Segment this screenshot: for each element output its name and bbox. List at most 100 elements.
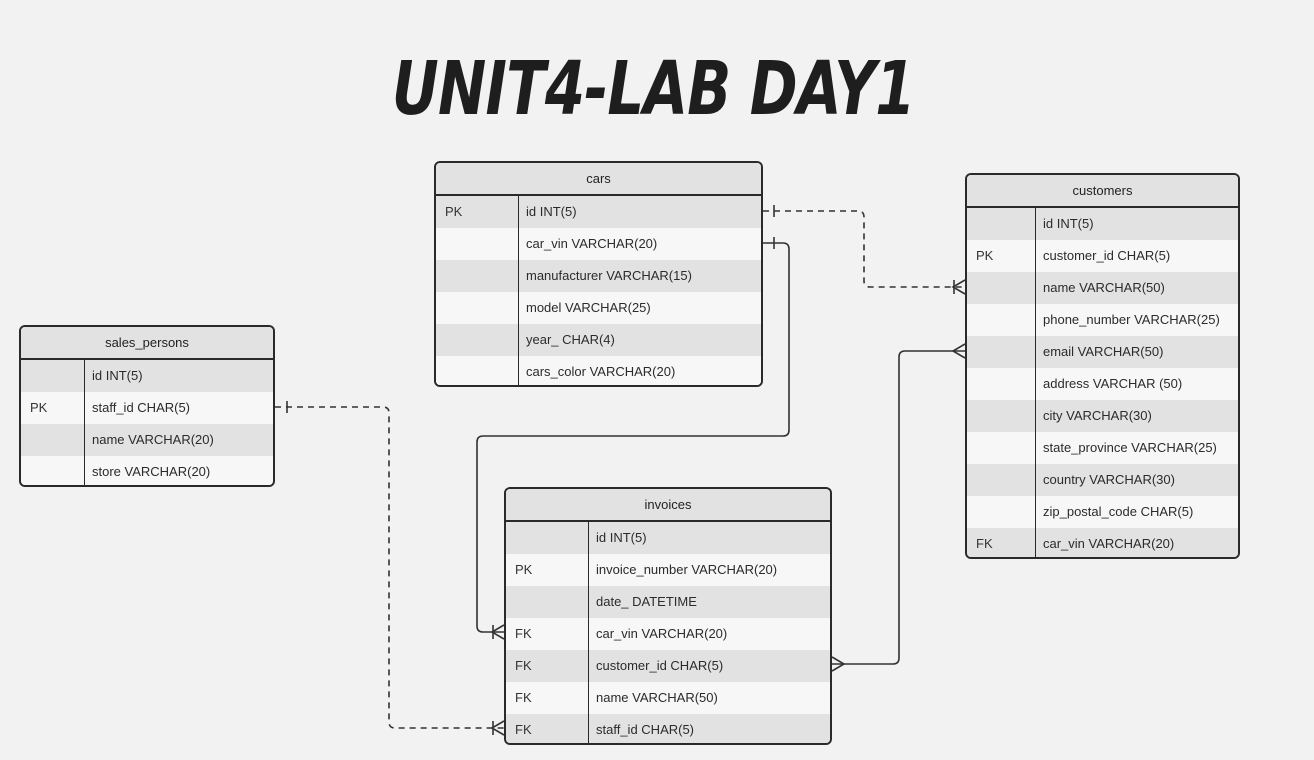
key-cell: FK xyxy=(506,618,589,650)
key-cell xyxy=(436,324,519,356)
key-cell xyxy=(21,424,85,456)
rel-sales-invoices-line xyxy=(275,406,504,729)
field-cell: id INT(5) xyxy=(1043,216,1094,231)
key-cell: FK xyxy=(506,714,589,743)
rel-customers-invoices-crow-a xyxy=(951,343,966,359)
field-cell: phone_number VARCHAR(25) xyxy=(1043,312,1220,327)
table-row[interactable]: state_province VARCHAR(25) xyxy=(967,432,1238,464)
table-invoices[interactable]: invoices id INT(5) PK invoice_number VARCH… xyxy=(504,487,832,745)
table-row[interactable]: city VARCHAR(30) xyxy=(967,400,1238,432)
table-cars[interactable]: cars PK id INT(5) car_vin VARCHAR(20) manuf… xyxy=(434,161,763,387)
field-cell: car_vin VARCHAR(20) xyxy=(526,236,658,251)
field-cell: year_ CHAR(4) xyxy=(526,332,615,347)
field-cell: email VARCHAR(50) xyxy=(1043,344,1164,359)
table-row[interactable]: FK car_vin VARCHAR(20) xyxy=(506,618,830,650)
field-cell: address VARCHAR (50) xyxy=(1043,376,1183,391)
table-row[interactable]: year_ CHAR(4) xyxy=(436,324,761,356)
field-cell: model VARCHAR(25) xyxy=(526,300,651,315)
table-row[interactable]: country VARCHAR(30) xyxy=(967,464,1238,496)
table-row[interactable]: PK customer_id CHAR(5) xyxy=(967,240,1238,272)
key-cell xyxy=(436,356,519,385)
field-cell: cars_color VARCHAR(20) xyxy=(526,364,676,379)
table-row[interactable]: PK invoice_number VARCHAR(20) xyxy=(506,554,830,586)
table-rows: id INT(5) PK customer_id CHAR(5) name VARCH… xyxy=(967,208,1238,557)
table-header: invoices xyxy=(506,489,830,522)
key-cell xyxy=(436,292,519,324)
key-cell xyxy=(21,456,85,485)
rel-cars-customers-crow-end xyxy=(951,279,966,295)
table-row[interactable]: FK name VARCHAR(50) xyxy=(506,682,830,714)
key-cell: PK xyxy=(436,196,519,228)
field-cell: car_vin VARCHAR(20) xyxy=(596,626,728,641)
table-row[interactable]: zip_postal_code CHAR(5) xyxy=(967,496,1238,528)
table-row[interactable]: id INT(5) xyxy=(506,522,830,554)
table-header: cars xyxy=(436,163,761,196)
key-cell xyxy=(967,496,1036,528)
table-rows: PK id INT(5) car_vin VARCHAR(20) manufactur… xyxy=(436,196,761,385)
field-cell: state_province VARCHAR(25) xyxy=(1043,440,1217,455)
key-cell xyxy=(21,360,85,392)
diagram-title: Unit4-Lab Day1 xyxy=(391,46,915,132)
table-rows: id INT(5) PK invoice_number VARCHAR(20) dat… xyxy=(506,522,830,743)
table-row[interactable]: PK id INT(5) xyxy=(436,196,761,228)
field-cell: invoice_number VARCHAR(20) xyxy=(596,562,778,577)
rel-cars-invoices-line xyxy=(476,242,790,633)
field-cell: staff_id CHAR(5) xyxy=(596,722,695,737)
table-row[interactable]: name VARCHAR(50) xyxy=(967,272,1238,304)
table-row[interactable]: manufacturer VARCHAR(15) xyxy=(436,260,761,292)
key-cell: PK xyxy=(21,392,85,424)
key-cell xyxy=(967,336,1036,368)
table-row[interactable]: id INT(5) xyxy=(967,208,1238,240)
field-cell: zip_postal_code CHAR(5) xyxy=(1043,504,1194,519)
field-cell: name VARCHAR(50) xyxy=(596,690,718,705)
table-row[interactable]: cars_color VARCHAR(20) xyxy=(436,356,761,385)
key-cell xyxy=(436,228,519,260)
field-cell: customer_id CHAR(5) xyxy=(596,658,724,673)
table-row[interactable]: name VARCHAR(20) xyxy=(21,424,273,456)
table-row[interactable]: address VARCHAR (50) xyxy=(967,368,1238,400)
table-row[interactable]: phone_number VARCHAR(25) xyxy=(967,304,1238,336)
table-header: sales_persons xyxy=(21,327,273,360)
field-cell: store VARCHAR(20) xyxy=(92,464,211,479)
table-sales-persons[interactable]: sales_persons id INT(5) PK staff_id CHAR(5… xyxy=(19,325,275,487)
key-cell xyxy=(967,304,1036,336)
table-row[interactable]: car_vin VARCHAR(20) xyxy=(436,228,761,260)
field-cell: manufacturer VARCHAR(15) xyxy=(526,268,692,283)
rel-cars-customers-line xyxy=(763,210,965,288)
field-cell: name VARCHAR(20) xyxy=(92,432,214,447)
table-row[interactable]: date_ DATETIME xyxy=(506,586,830,618)
field-cell: id INT(5) xyxy=(92,368,143,383)
key-cell: FK xyxy=(506,682,589,714)
table-row[interactable]: id INT(5) xyxy=(21,360,273,392)
field-cell: date_ DATETIME xyxy=(596,594,697,609)
table-rows: id INT(5) PK staff_id CHAR(5) name VARCHAR(… xyxy=(21,360,273,485)
key-cell xyxy=(506,522,589,554)
table-row[interactable]: email VARCHAR(50) xyxy=(967,336,1238,368)
table-row[interactable]: FK car_vin VARCHAR(20) xyxy=(967,528,1238,557)
field-cell: car_vin VARCHAR(20) xyxy=(1043,536,1175,551)
key-cell xyxy=(967,432,1036,464)
rel-cars-invoices-crow-end xyxy=(490,624,505,640)
field-cell: city VARCHAR(30) xyxy=(1043,408,1152,423)
field-cell: customer_id CHAR(5) xyxy=(1043,248,1171,263)
key-cell xyxy=(506,586,589,618)
rel-customers-invoices-line xyxy=(832,350,965,665)
key-cell xyxy=(967,464,1036,496)
field-cell: id INT(5) xyxy=(526,204,577,219)
key-cell: PK xyxy=(506,554,589,586)
table-row[interactable]: FK staff_id CHAR(5) xyxy=(506,714,830,743)
table-row[interactable]: model VARCHAR(25) xyxy=(436,292,761,324)
key-cell xyxy=(967,208,1036,240)
field-cell: staff_id CHAR(5) xyxy=(92,400,191,415)
rel-sales-invoices-crow-end xyxy=(490,720,505,736)
key-cell: PK xyxy=(967,240,1036,272)
field-cell: id INT(5) xyxy=(596,530,647,545)
table-row[interactable]: store VARCHAR(20) xyxy=(21,456,273,485)
key-cell: FK xyxy=(967,528,1036,557)
key-cell xyxy=(967,272,1036,304)
key-cell xyxy=(436,260,519,292)
table-row[interactable]: PK staff_id CHAR(5) xyxy=(21,392,273,424)
